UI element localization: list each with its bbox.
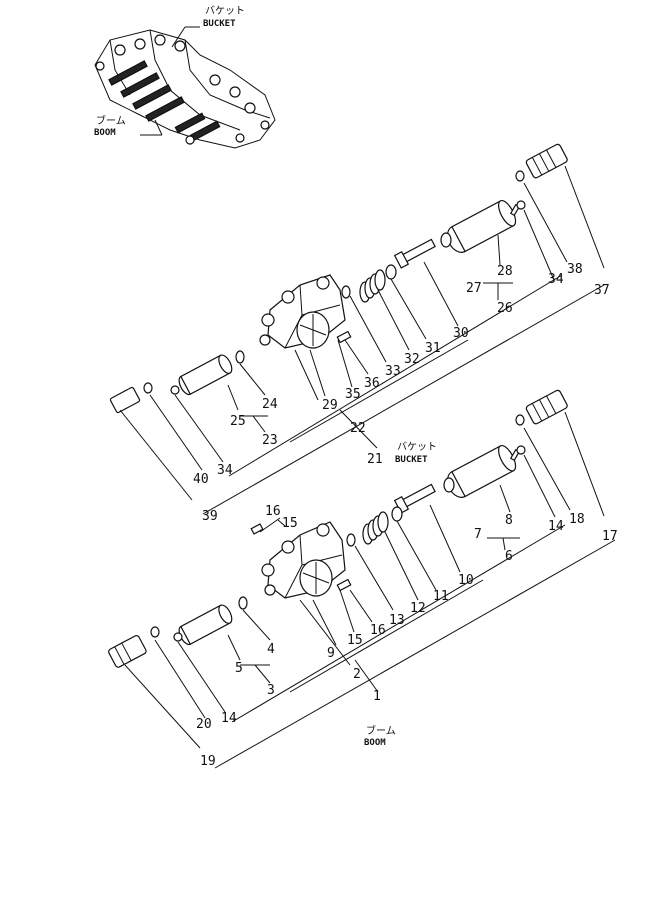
bottom-boom-jp-label: ブーム: [366, 724, 396, 737]
o-ring-7: [443, 477, 455, 493]
part-label: 14: [548, 519, 564, 534]
part-label: 36: [364, 376, 380, 391]
part-label: 7: [474, 527, 482, 542]
top-boom-en-label: BOOM: [94, 128, 116, 138]
part-label: 2: [353, 667, 361, 682]
part-label: 5: [235, 661, 243, 676]
part-label: 39: [202, 509, 218, 524]
part-label: 3: [267, 683, 275, 698]
part-label: 17: [602, 529, 618, 544]
plug-15-lower: [336, 578, 352, 592]
part-label: 8: [505, 513, 513, 528]
bottom-boom-en-label: BOOM: [364, 738, 386, 748]
spool-8: [446, 444, 517, 498]
part-label: 11: [433, 589, 449, 604]
bolt-30: [393, 238, 436, 269]
part-label: 25: [230, 414, 246, 429]
part-label: 16: [265, 504, 281, 519]
lower-valve-section: [108, 389, 568, 668]
part-label: 37: [594, 283, 610, 298]
o-ring-18: [515, 414, 525, 426]
part-label: 27: [466, 281, 482, 296]
part-label: 28: [497, 264, 513, 279]
mid-bucket-jp-label: バケット: [397, 441, 437, 453]
o-ring-4: [238, 596, 248, 610]
part-label: 10: [458, 573, 474, 588]
part-label: 30: [453, 326, 469, 341]
lower-relief-valve-left: [108, 635, 147, 668]
part-label: 21: [367, 452, 383, 467]
assembly-thumbnail: [94, 26, 276, 149]
o-ring-40: [143, 382, 153, 394]
lower-part-labels: 16 15 18 17 14 8 7 6 10 11 12 13 16 15 9…: [196, 504, 618, 769]
part-label: 9: [327, 646, 335, 661]
spool-25: [178, 354, 233, 396]
upper-leaders: [119, 165, 605, 515]
part-label: 24: [262, 397, 278, 412]
part-label: 19: [200, 754, 216, 769]
part-label: 34: [217, 463, 233, 478]
lower-valve-body: [261, 521, 346, 599]
part-label: 14: [221, 711, 237, 726]
o-ring-27: [440, 232, 452, 248]
part-label: 32: [404, 352, 420, 367]
bolt-10: [393, 483, 436, 514]
part-label: 40: [193, 472, 209, 487]
part-label: 35: [345, 387, 361, 402]
part-label: 29: [322, 398, 338, 413]
part-label: 20: [196, 717, 212, 732]
part-label: 6: [505, 549, 513, 564]
part-label: 38: [567, 262, 583, 277]
plug-15-upper: [250, 523, 264, 535]
o-ring-24: [235, 350, 245, 364]
plug-35: [336, 330, 352, 344]
upper-valve-body: [259, 274, 346, 349]
spring-32: [359, 269, 386, 303]
part-label: 4: [267, 642, 275, 657]
bolt-34-left: [170, 385, 180, 395]
mid-bucket-en-label: BUCKET: [395, 455, 428, 465]
part-label: 31: [425, 341, 441, 356]
upper-part-labels: 38 37 34 28 27 26 30 31 32 33 36 35 29 2…: [193, 262, 610, 524]
o-ring-20: [150, 626, 160, 638]
part-label: 33: [385, 364, 401, 379]
part-label: 23: [262, 433, 278, 448]
bolt-14-lower: [509, 445, 526, 462]
top-bucket-jp-label: バケット: [205, 5, 245, 17]
seal-33: [341, 285, 351, 299]
spool-5: [178, 604, 233, 646]
bolt-14-left: [173, 632, 183, 642]
spool-28: [446, 199, 517, 253]
spring-12: [362, 511, 389, 545]
part-label: 1: [373, 689, 381, 704]
upper-valve-section: [109, 143, 568, 414]
lower-relief-valve-right: [525, 389, 568, 425]
top-bucket-en-label: BUCKET: [203, 19, 236, 29]
part-label: 26: [497, 301, 513, 316]
part-label: 16: [370, 623, 386, 638]
seal-13: [346, 533, 356, 547]
lower-leaders: [124, 411, 616, 769]
part-label: 12: [410, 601, 426, 616]
top-boom-jp-label: ブーム: [96, 114, 126, 127]
washer-11: [391, 506, 403, 522]
washer-31: [385, 264, 397, 280]
o-ring-38: [515, 170, 525, 182]
part-label: 13: [389, 613, 405, 628]
part-label: 22: [350, 421, 366, 436]
part-label: 15: [347, 633, 363, 648]
upper-relief-valve-left: [109, 386, 141, 414]
part-label: 18: [569, 512, 585, 527]
upper-relief-valve-right: [525, 143, 568, 179]
part-label: 34: [548, 272, 564, 287]
bolt-34-upper: [509, 200, 526, 217]
part-label: 15: [282, 516, 298, 531]
